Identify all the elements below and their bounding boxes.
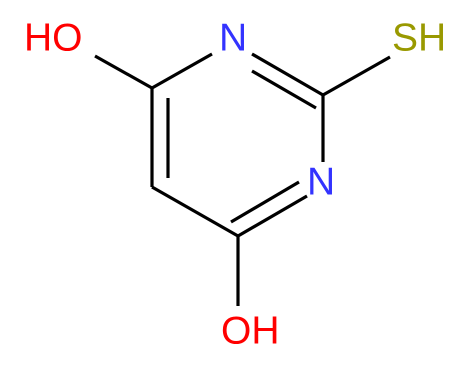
bond-c6-c5: [151, 185, 239, 238]
atom-labels: HO N SH N OH: [24, 16, 446, 352]
bond-layer: [94, 52, 391, 306]
bond-n3-c2-inner: [251, 69, 317, 110]
bond-n1-c6-outer: [237, 194, 308, 238]
bond-n3-c2-outer: [251, 52, 324, 97]
hydroxyl-top-left-label: HO: [24, 16, 83, 59]
nitrogen-top-label: N: [219, 16, 247, 59]
bond-c2-sh: [322, 55, 391, 97]
bond-c4-n3: [151, 52, 213, 90]
nitrogen-right-label: N: [307, 160, 335, 203]
hydroxyl-bottom-label: OH: [221, 309, 280, 352]
thiol-top-right-label: SH: [392, 16, 446, 59]
bond-n1-c6-inner: [230, 180, 300, 224]
bond-ho-c4: [94, 54, 153, 90]
